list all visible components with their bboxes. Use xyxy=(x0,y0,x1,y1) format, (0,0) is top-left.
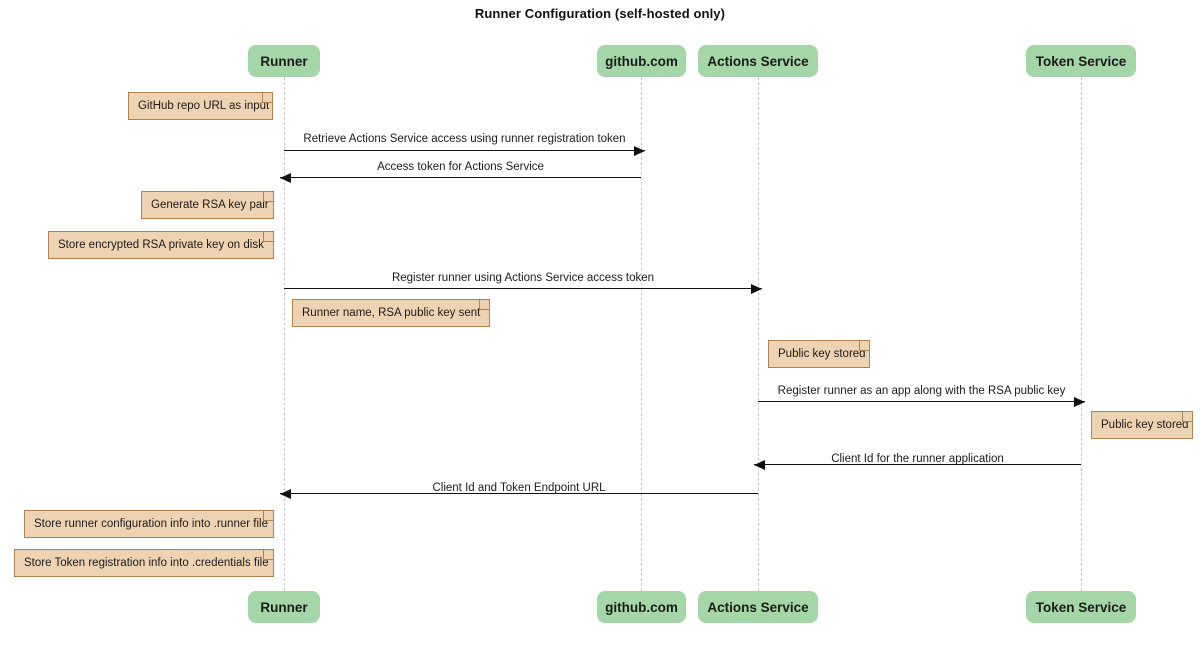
participant-github-top[interactable]: github.com xyxy=(597,45,686,77)
note-2: Store encrypted RSA private key on disk xyxy=(48,231,274,259)
participant-label: github.com xyxy=(605,599,678,615)
note-text: Store Token registration info into .cred… xyxy=(24,557,269,569)
message-line-1 xyxy=(280,177,641,178)
lifeline-token xyxy=(1081,77,1082,591)
note-text: Generate RSA key pair xyxy=(151,199,269,211)
participant-token-bottom[interactable]: Token Service xyxy=(1026,591,1136,623)
note-text: Runner name, RSA public key sent xyxy=(302,307,481,319)
note-3: Runner name, RSA public key sent xyxy=(292,299,490,327)
lifeline-actions xyxy=(758,77,759,591)
participant-label: Runner xyxy=(260,599,308,615)
arrow-head-right-icon xyxy=(751,283,762,294)
participant-token-top[interactable]: Token Service xyxy=(1026,45,1136,77)
note-text: Store runner configuration info into .ru… xyxy=(34,518,268,530)
note-4: Public key stored xyxy=(768,340,870,368)
lifeline-runner xyxy=(284,77,285,591)
message-label-3: Register runner as an app along with the… xyxy=(777,385,1066,397)
note-7: Store Token registration info into .cred… xyxy=(14,549,274,577)
participant-label: github.com xyxy=(605,53,678,69)
message-line-2 xyxy=(284,288,762,289)
message-label-2: Register runner using Actions Service ac… xyxy=(391,272,655,284)
arrow-head-right-icon xyxy=(1074,396,1085,407)
message-label-0: Retrieve Actions Service access using ru… xyxy=(303,133,626,145)
message-line-4 xyxy=(754,464,1081,465)
participant-label: Actions Service xyxy=(707,599,809,615)
message-line-0 xyxy=(284,150,645,151)
note-text: Store encrypted RSA private key on disk xyxy=(58,239,264,251)
message-line-5 xyxy=(280,493,758,494)
participant-actions-top[interactable]: Actions Service xyxy=(698,45,818,77)
participant-runner-bottom[interactable]: Runner xyxy=(248,591,320,623)
message-label-4: Client Id for the runner application xyxy=(831,453,1004,465)
note-6: Store runner configuration info into .ru… xyxy=(24,510,274,538)
lifeline-github xyxy=(641,77,642,591)
arrow-head-left-icon xyxy=(280,172,291,183)
page-title: Runner Configuration (self-hosted only) xyxy=(474,6,726,21)
participant-label: Token Service xyxy=(1035,53,1127,69)
participant-actions-bottom[interactable]: Actions Service xyxy=(698,591,818,623)
note-5: Public key stored xyxy=(1091,411,1193,439)
participant-runner-top[interactable]: Runner xyxy=(248,45,320,77)
note-0: GitHub repo URL as input xyxy=(128,92,273,120)
participant-label: Token Service xyxy=(1035,599,1127,615)
arrow-head-left-icon xyxy=(754,459,765,470)
message-label-5: Client Id and Token Endpoint URL xyxy=(432,482,606,494)
participant-label: Actions Service xyxy=(707,53,809,69)
arrow-head-right-icon xyxy=(634,145,645,156)
participant-github-bottom[interactable]: github.com xyxy=(597,591,686,623)
note-text: GitHub repo URL as input xyxy=(138,100,270,112)
participant-label: Runner xyxy=(260,53,308,69)
note-1: Generate RSA key pair xyxy=(141,191,274,219)
message-label-1: Access token for Actions Service xyxy=(377,161,544,173)
note-text: Public key stored xyxy=(1101,419,1189,431)
message-line-3 xyxy=(758,401,1085,402)
arrow-head-left-icon xyxy=(280,488,291,499)
note-text: Public key stored xyxy=(778,348,866,360)
